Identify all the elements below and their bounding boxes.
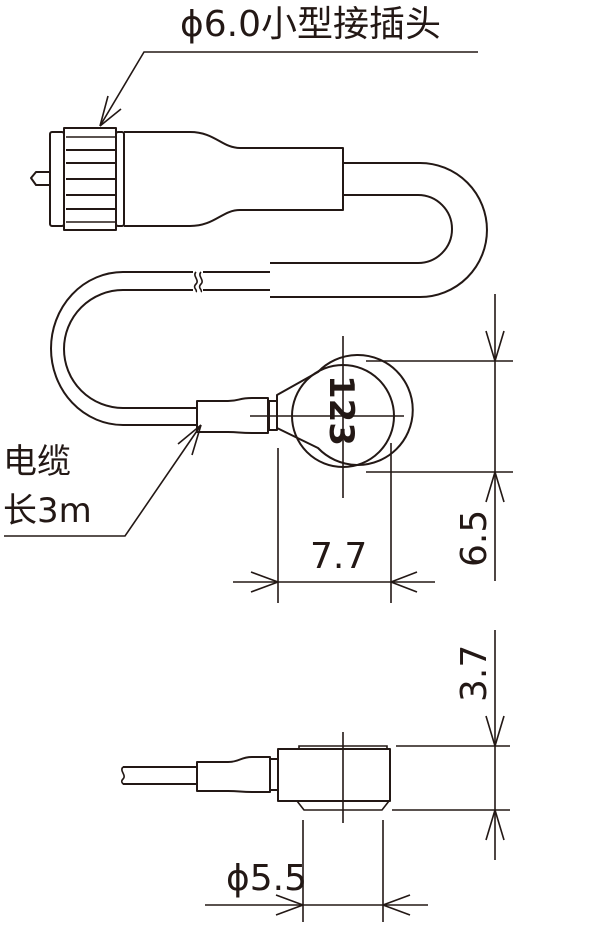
connector-label: ϕ6.0小型接插头 xyxy=(180,4,441,45)
dimension-thickness xyxy=(392,630,510,860)
sensor-marking: 123 xyxy=(321,375,361,446)
dimension-height xyxy=(366,294,513,581)
connector-plug xyxy=(30,127,344,231)
sensor-side-view xyxy=(120,732,391,823)
dimension-thickness-label: 3.7 xyxy=(454,645,495,702)
cable-label-line2: 长3m xyxy=(3,491,92,531)
cable xyxy=(50,162,488,426)
connector-leader xyxy=(99,51,478,127)
dimension-height-label: 6.5 xyxy=(454,510,495,567)
cable-label-line1: 电缆 xyxy=(3,442,71,482)
dimension-width-label: 7.7 xyxy=(310,536,367,577)
dimension-diameter xyxy=(205,820,428,922)
dimension-diameter-label: ϕ5.5 xyxy=(226,858,307,899)
sensor-top-view: 123 xyxy=(196,336,414,498)
dimension-width xyxy=(233,443,435,603)
